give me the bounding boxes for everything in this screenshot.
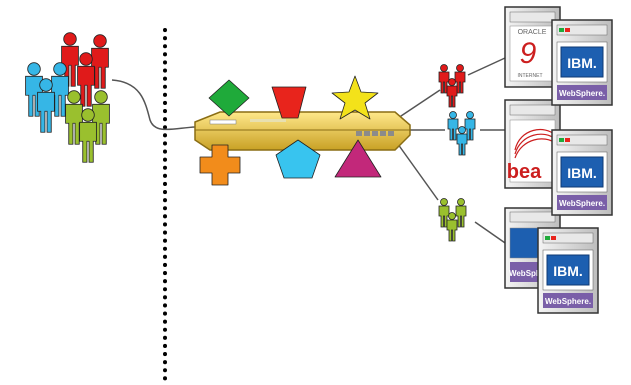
person-icon (79, 108, 97, 163)
ibm-websphere-server-icon: IBM. WebSphere. (537, 227, 599, 314)
ibm-label: IBM. (567, 165, 597, 181)
ibm-websphere-server-icon: IBM. WebSphere. (551, 129, 613, 216)
triangle-icon (334, 139, 382, 178)
link-green-group (394, 139, 439, 201)
connection-lines (111, 57, 509, 246)
websphere-label: WebSphere. (545, 297, 591, 306)
red-user-group-icon (438, 64, 466, 108)
bea-server-icon: bea (504, 99, 561, 189)
cross-icon (199, 144, 241, 186)
star-icon (331, 75, 379, 120)
person-icon (37, 78, 55, 133)
oracle-version-label: 9 (520, 37, 537, 70)
ibm-websphere-server-icon: IBM. WebSphere. (551, 19, 613, 106)
link-ibm (474, 221, 509, 246)
user-crowd-icon (25, 32, 110, 163)
oracle-sub-label: INTERNET (518, 73, 543, 79)
websphere-label: WebSphere. (559, 89, 605, 98)
link-red-group (394, 89, 441, 121)
diamond-icon (208, 79, 250, 117)
link-oracle (467, 57, 506, 76)
green-user-group-icon (438, 198, 467, 242)
shape-icons (199, 75, 382, 186)
bea-label: bea (507, 161, 542, 183)
websphere-label: WebSphere. (559, 199, 605, 208)
websphere-label: WebSphere. (509, 269, 555, 278)
crowd-link (111, 79, 196, 131)
cyan-user-group-icon (447, 111, 476, 156)
ibm-label: IBM. (553, 263, 583, 279)
pentagon-icon (275, 139, 321, 179)
ibm-label: IBM. (567, 55, 597, 71)
load-balancer-appliance-icon (194, 111, 411, 151)
trapezoid-icon (271, 86, 307, 119)
oracle-brand-label: ORACLE (518, 29, 547, 36)
